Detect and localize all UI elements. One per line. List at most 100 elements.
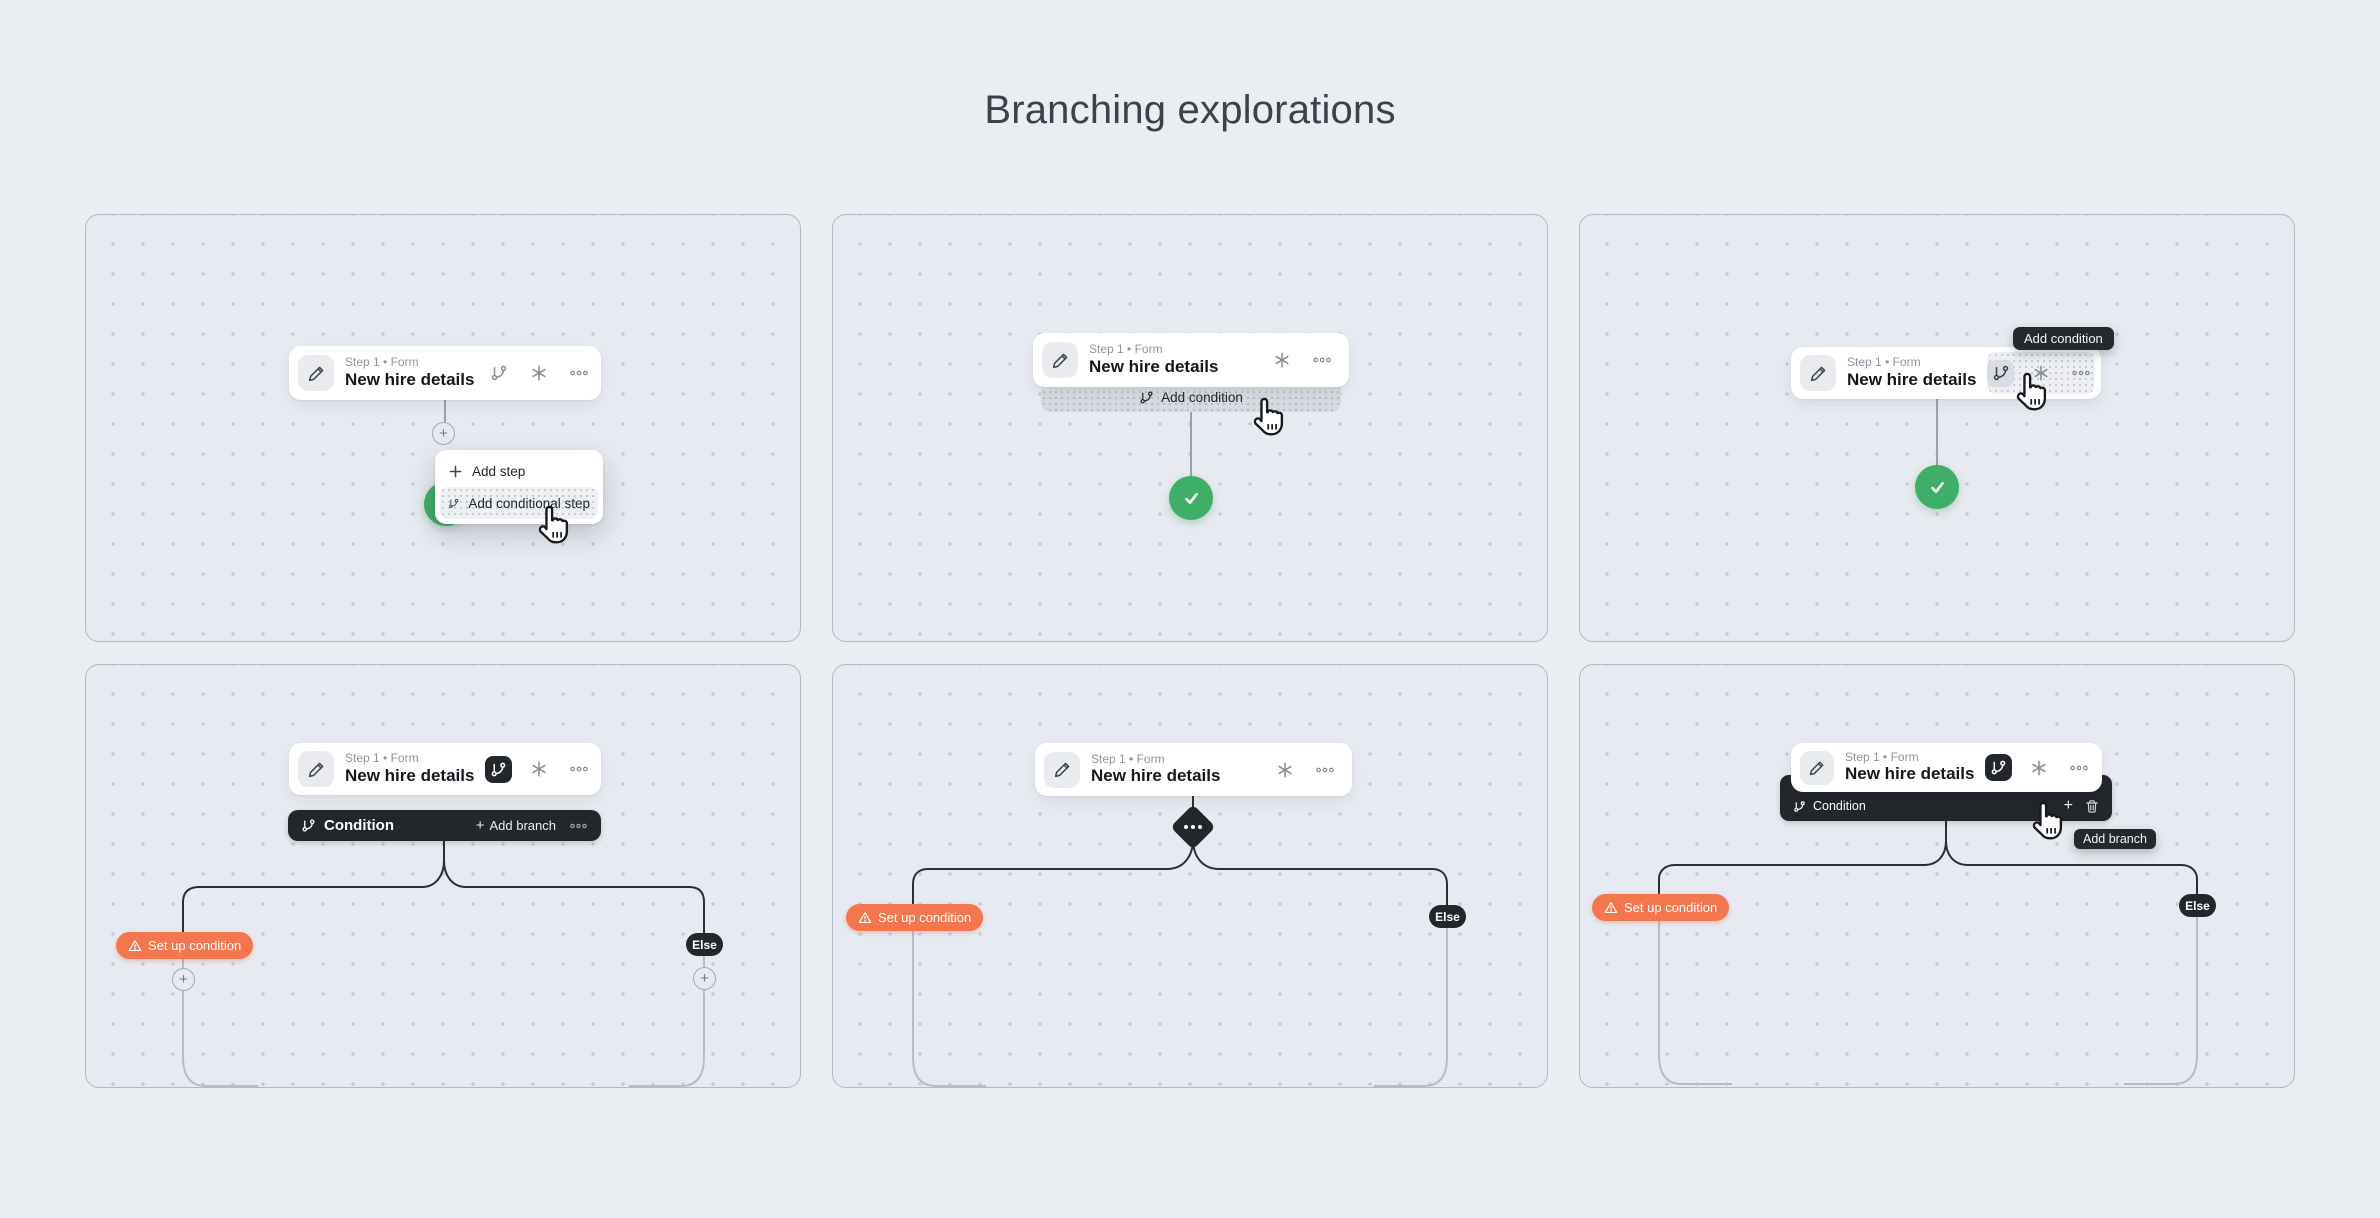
step-card-text: Step 1 • Form New hire details	[345, 751, 474, 786]
pencil-icon	[1052, 353, 1067, 368]
else-badge[interactable]: Else	[2179, 894, 2216, 917]
branch-icon	[449, 498, 459, 508]
asterisk-icon[interactable]	[525, 756, 552, 783]
step-label: Step 1 • Form	[1845, 749, 1919, 764]
step-card-text: Step 1 • Form New hire details	[1091, 752, 1220, 787]
pencil-icon	[1809, 761, 1824, 775]
check-icon	[1184, 492, 1198, 504]
connector-lines	[1936, 399, 1938, 466]
trash-icon[interactable]	[2085, 799, 2099, 814]
menu-item-label: Add step	[472, 463, 526, 479]
add-condition-tooltip: Add condition	[2013, 327, 2114, 350]
form-step-badge	[1800, 355, 1836, 391]
step-card[interactable]: Step 1 • Form New hire details	[1791, 347, 2101, 399]
collapsed-condition-dots-icon	[1177, 811, 1209, 843]
set-up-condition-label: Set up condition	[148, 938, 242, 953]
step-title: New hire details	[1089, 356, 1219, 376]
canvas-panel-5: Step 1 • Form New hire details Set up co…	[832, 664, 1548, 1088]
pencil-icon	[308, 762, 323, 777]
step-label: Step 1 • Form	[1089, 342, 1163, 357]
more-options-icon[interactable]	[1311, 756, 1338, 783]
asterisk-icon[interactable]	[1271, 756, 1298, 783]
step-card[interactable]: Step 1 • Form New hire details	[1033, 333, 1349, 387]
menu-item-add-conditional-step[interactable]: Add conditional step	[440, 487, 598, 519]
condition-label: Condition	[324, 817, 394, 834]
add-step-plus-button[interactable]: +	[432, 422, 455, 445]
plus-glyph: +	[475, 817, 485, 834]
connector-lines	[1190, 412, 1192, 477]
plus-glyph: +	[700, 970, 709, 987]
menu-item-label: Add conditional step	[468, 495, 590, 511]
condition-bar[interactable]: Condition + Add branch	[288, 810, 601, 841]
card-actions	[1268, 347, 1335, 374]
page-title: Branching explorations	[984, 88, 1396, 132]
step-title: New hire details	[1845, 764, 1975, 784]
branch-icon-active[interactable]	[485, 755, 513, 783]
more-options-icon[interactable]	[2067, 360, 2094, 387]
step-card[interactable]: Step 1 • Form New hire details	[289, 743, 601, 795]
add-step-plus-button-right[interactable]: +	[693, 967, 716, 990]
plus-glyph: +	[439, 425, 448, 442]
branch-icon[interactable]	[485, 360, 512, 387]
branch-icon-active[interactable]	[1985, 754, 2013, 781]
more-options-icon[interactable]	[565, 360, 592, 387]
end-node-check[interactable]	[1915, 465, 1959, 509]
canvas-panel-3: Step 1 • Form New hire details Add condi…	[1579, 214, 2295, 642]
else-badge[interactable]: Else	[1429, 905, 1466, 928]
step-card[interactable]: Step 1 • Form New hire details	[289, 346, 601, 400]
branch-icon[interactable]	[1987, 359, 2015, 387]
step-title: New hire details	[1847, 369, 1977, 389]
card-actions	[1985, 754, 2092, 781]
set-up-condition-badge[interactable]: Set up condition	[1592, 894, 1730, 921]
more-options-icon[interactable]	[2065, 754, 2092, 781]
add-step-menu: Add step Add conditional step	[435, 450, 603, 524]
check-icon	[1930, 481, 1944, 493]
connector-lines	[182, 841, 705, 1087]
step-label: Step 1 • Form	[1091, 751, 1165, 766]
form-step-badge	[298, 355, 334, 391]
canvas-panel-6: Condition + Step 1 • Form New hire detai…	[1579, 664, 2295, 1088]
step-card[interactable]: Step 1 • Form New hire details	[1035, 743, 1352, 796]
set-up-condition-badge[interactable]: Set up condition	[846, 904, 984, 931]
asterisk-icon[interactable]	[2025, 754, 2052, 781]
more-options-icon[interactable]	[569, 822, 588, 830]
asterisk-icon[interactable]	[525, 360, 552, 387]
step-title: New hire details	[1091, 766, 1221, 786]
condition-label: Condition	[1813, 799, 1866, 813]
branch-icon	[1140, 390, 1153, 404]
pencil-icon	[1054, 762, 1069, 778]
end-node-check[interactable]	[1169, 476, 1213, 520]
plus-glyph: +	[179, 971, 188, 988]
form-step-badge	[1044, 751, 1080, 788]
more-options-icon[interactable]	[565, 756, 592, 783]
more-options-icon[interactable]	[1308, 347, 1335, 374]
form-step-badge	[1800, 750, 1834, 785]
add-branch-plus-button[interactable]: +	[2063, 797, 2073, 814]
add-branch-button[interactable]: + Add branch	[476, 818, 556, 833]
set-up-condition-label: Set up condition	[878, 910, 972, 925]
step-title: New hire details	[345, 765, 475, 785]
asterisk-icon[interactable]	[1268, 347, 1295, 374]
plus-icon	[449, 465, 462, 477]
branch-icon	[302, 819, 315, 832]
warning-icon	[1604, 902, 1618, 914]
step-card-text: Step 1 • Form New hire details	[1089, 342, 1218, 377]
card-actions	[1987, 359, 2094, 387]
else-badge[interactable]: Else	[686, 933, 723, 956]
condition-bar-actions: +	[2064, 791, 2099, 821]
condition-bar-left: Condition	[1793, 791, 1866, 821]
pencil-icon	[1810, 366, 1825, 381]
branch-icon	[1794, 800, 1805, 812]
add-step-plus-button-left[interactable]: +	[172, 968, 195, 991]
asterisk-icon[interactable]	[2027, 360, 2054, 387]
step-label: Step 1 • Form	[345, 355, 419, 370]
set-up-condition-badge[interactable]: Set up condition	[116, 932, 254, 959]
connector-lines	[912, 796, 1448, 1087]
connector-lines	[1658, 821, 2198, 1085]
warning-icon	[128, 940, 142, 952]
else-label: Else	[1435, 909, 1460, 924]
menu-item-add-step[interactable]: Add step	[440, 455, 598, 487]
step-card[interactable]: Step 1 • Form New hire details	[1791, 743, 2102, 792]
warning-icon	[858, 912, 872, 924]
card-actions	[485, 755, 592, 783]
